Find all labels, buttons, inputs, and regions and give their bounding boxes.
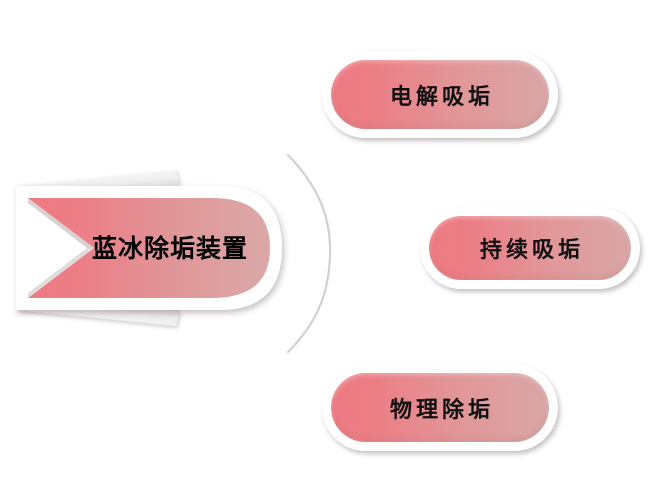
chevron-notch-shade-bottom [28,248,94,298]
chevron-notch-shade-top [28,198,94,248]
branch-node-fill: 物理除垢 [331,373,549,442]
root-node[interactable]: 蓝冰除垢装置 [8,170,282,326]
chevron-notch [28,198,94,298]
root-node-label: 蓝冰除垢装置 [91,235,248,263]
branch-node-physical[interactable]: 物理除垢 [322,364,558,451]
branch-node-electrolytic[interactable]: 电解吸垢 [322,51,558,138]
branch-node-label: 持续吸垢 [479,237,584,262]
root-node-fill [28,198,270,298]
branch-node-fill: 电解吸垢 [331,60,549,129]
branch-node-label: 物理除垢 [389,396,494,422]
branch-node-label: 电解吸垢 [389,83,494,109]
branch-node-fill: 持续吸垢 [429,216,631,280]
branch-node-continuous[interactable]: 持续吸垢 [420,207,640,289]
root-node-shape [16,170,282,326]
